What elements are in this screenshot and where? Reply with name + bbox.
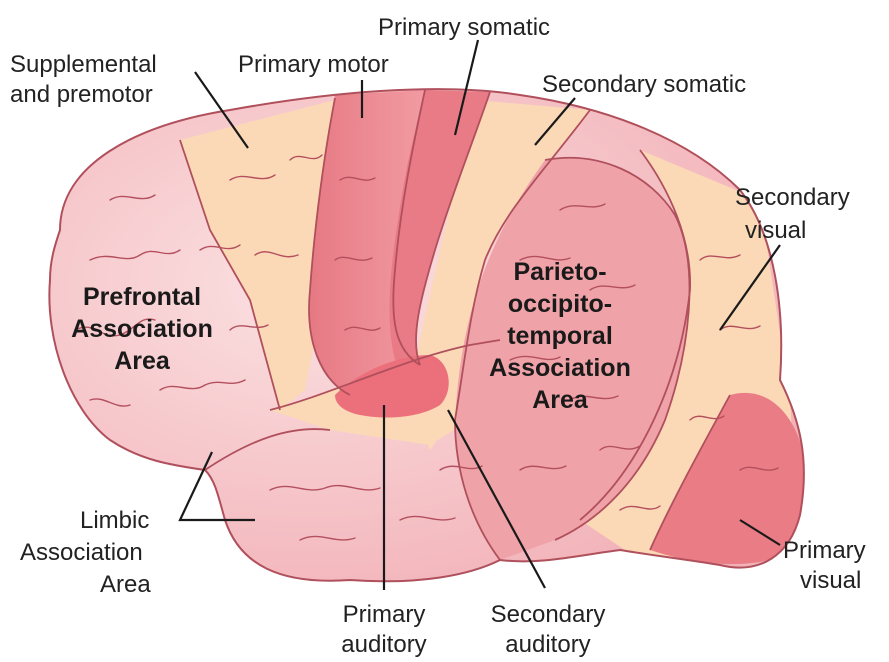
label-limbic-line3: Area: [100, 571, 151, 598]
label-primary-visual-line2: visual: [800, 567, 861, 594]
label-parieto-line1: Parieto-: [513, 258, 606, 286]
label-prefrontal-line3: Area: [114, 347, 171, 375]
label-secondary-auditory-line2: auditory: [505, 631, 590, 658]
label-parieto-line4: Association: [489, 354, 631, 382]
label-primary-visual-line1: Primary: [783, 537, 866, 564]
label-limbic-line2: Association: [20, 539, 143, 566]
label-primary-auditory-line1: Primary: [343, 601, 426, 628]
label-prefrontal-line2: Association: [71, 315, 213, 343]
label-prefrontal-line1: Prefrontal: [83, 283, 201, 311]
label-supplemental-line1: Supplemental: [10, 51, 157, 78]
label-secondary-auditory-line1: Secondary: [491, 601, 606, 628]
label-primary-auditory-line2: auditory: [341, 631, 426, 658]
label-supplemental-line2: and premotor: [10, 81, 153, 108]
label-secondary-visual-line2: visual: [745, 217, 806, 244]
label-limbic-line1: Limbic: [80, 507, 149, 534]
label-parieto-line2: occipito-: [508, 290, 612, 318]
label-parieto-line5: Area: [532, 386, 589, 414]
label-secondary-visual-line1: Secondary: [735, 184, 850, 211]
label-primary-somatic: Primary somatic: [378, 14, 550, 41]
label-secondary-somatic: Secondary somatic: [542, 71, 746, 98]
label-parieto-line3: temporal: [507, 322, 613, 350]
label-primary-motor: Primary motor: [238, 51, 389, 78]
